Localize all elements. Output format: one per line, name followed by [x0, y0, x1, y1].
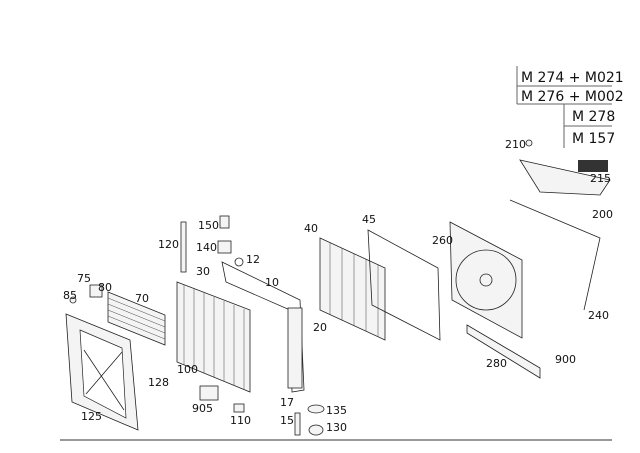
callout-70: 70 — [135, 292, 149, 305]
radiator-tank — [287, 307, 303, 389]
callout-125: 125 — [81, 410, 102, 423]
callout-110: 110 — [230, 414, 251, 427]
seal-12-part — [234, 257, 244, 267]
callout-40: 40 — [304, 222, 318, 235]
callout-905: 905 — [192, 402, 213, 415]
sensor-110-part — [233, 403, 245, 413]
engine-variant-table: M 274 + M021 M 276 + M002 M 278 M 157 — [516, 66, 624, 148]
callout-80: 80 — [98, 281, 112, 294]
cap-150-part — [219, 215, 230, 229]
callout-75: 75 — [77, 272, 91, 285]
cap-130-part — [308, 424, 324, 436]
callout-labels: 210 215 200 260 45 40 150 140 12 120 30 … — [63, 138, 613, 434]
drain-15-part — [294, 412, 301, 436]
callout-17: 17 — [280, 396, 294, 409]
condenser-100-part — [176, 281, 251, 393]
radiator-10-part — [221, 261, 305, 393]
clip-210-part — [525, 139, 533, 147]
valve-135-part — [307, 404, 325, 414]
condenser-small-part — [107, 291, 166, 346]
grille-part — [578, 160, 608, 172]
engine-row: M 278 — [572, 109, 615, 125]
tank-140-part — [217, 240, 232, 254]
front-frame-part — [65, 313, 139, 431]
duct-905-part — [199, 385, 219, 401]
callout-30: 30 — [196, 265, 210, 278]
bracket-75-part — [89, 284, 103, 298]
engine-row: M 274 + M021 — [521, 70, 624, 86]
callout-215: 215 — [590, 172, 611, 185]
callout-120: 120 — [158, 238, 179, 251]
frame-45-part — [367, 229, 441, 341]
callout-200: 200 — [592, 208, 613, 221]
bracket-200-part — [509, 199, 601, 311]
cover-215-part — [519, 159, 611, 196]
callout-20: 20 — [313, 321, 327, 334]
callout-900: 900 — [555, 353, 576, 366]
callout-85: 85 — [63, 289, 77, 302]
callout-260: 260 — [432, 234, 453, 247]
callout-12: 12 — [246, 253, 260, 266]
callout-15: 15 — [280, 414, 294, 427]
engine-row: M 157 — [572, 131, 615, 147]
callout-140: 140 — [196, 241, 217, 254]
callout-150: 150 — [198, 219, 219, 232]
callout-128: 128 — [148, 376, 169, 389]
screw-85-part — [69, 296, 77, 304]
callout-45: 45 — [362, 213, 376, 226]
engine-row: M 276 + M002 — [521, 89, 624, 105]
callout-10: 10 — [265, 276, 279, 289]
callout-280: 280 — [486, 357, 507, 370]
callout-130: 130 — [326, 421, 347, 434]
condenser-40-part — [319, 237, 386, 341]
callout-240: 240 — [588, 309, 609, 322]
callout-135: 135 — [326, 404, 347, 417]
callout-100: 100 — [177, 363, 198, 376]
strip-280-part — [466, 324, 541, 379]
rod-120-part — [180, 221, 187, 273]
callout-210: 210 — [505, 138, 526, 151]
fan-shroud-260-part — [449, 221, 523, 339]
